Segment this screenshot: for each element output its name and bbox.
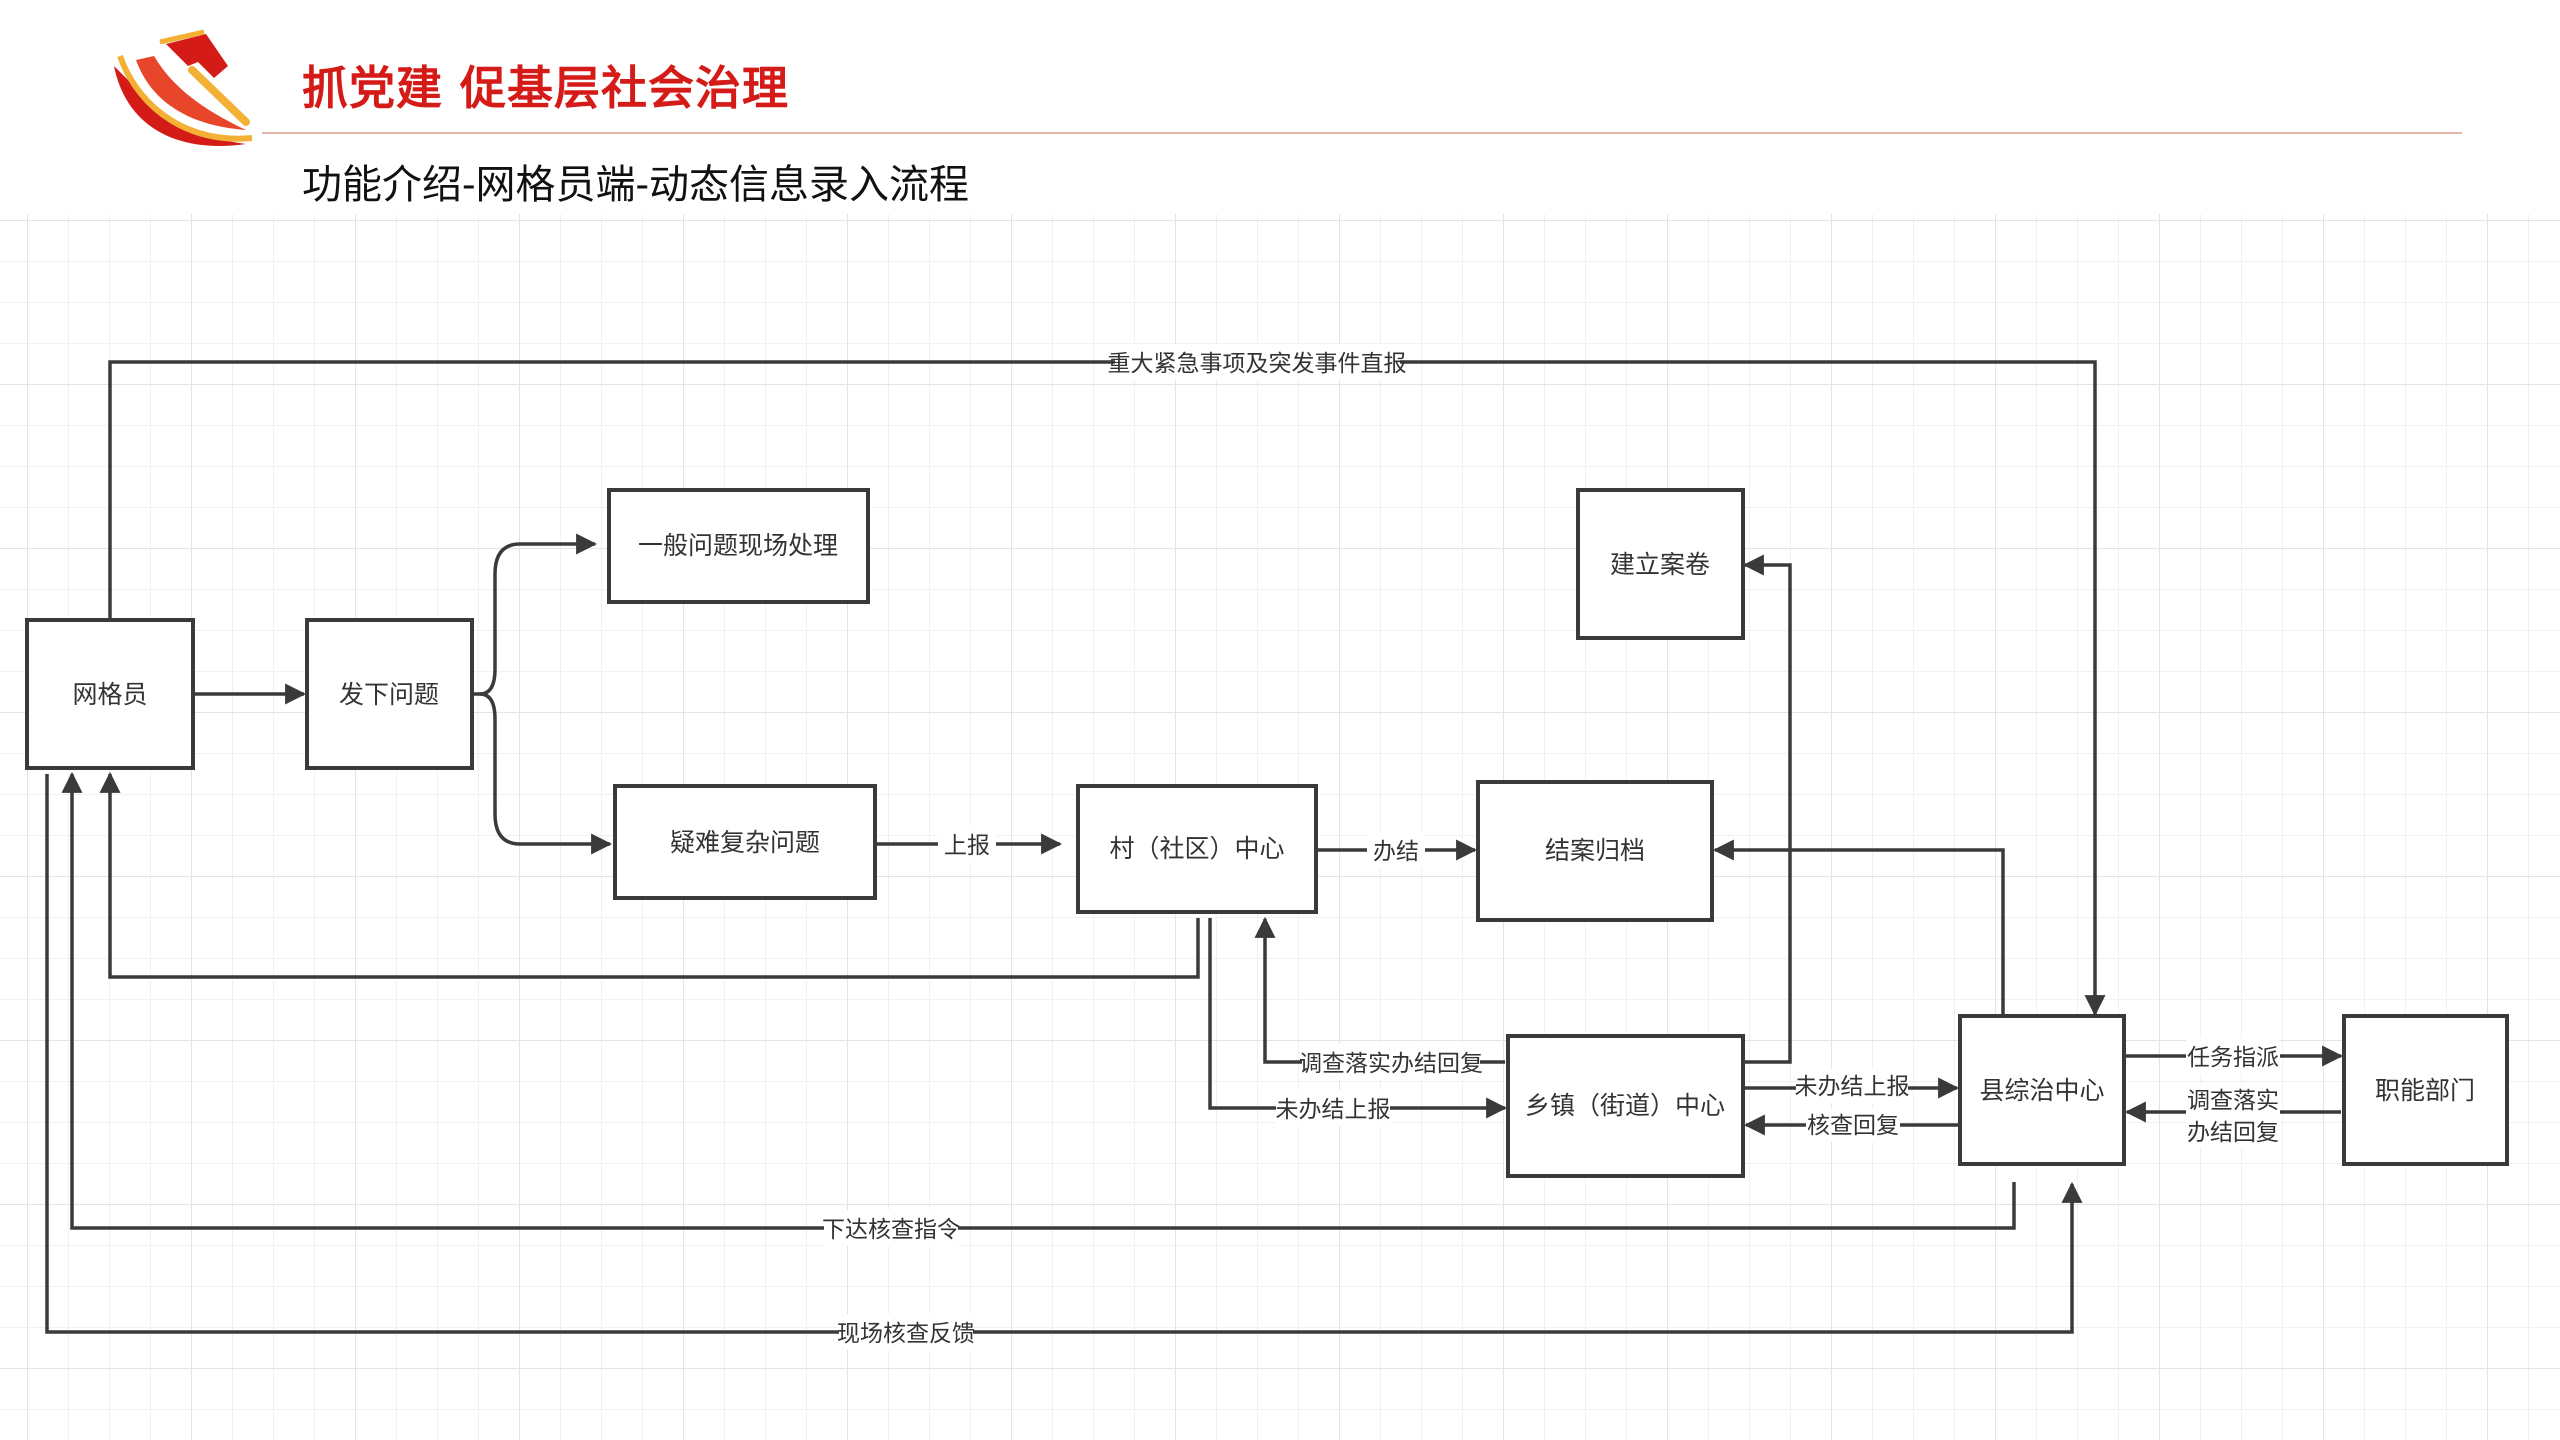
svg-text:调查落实办结回复: 调查落实办结回复 [1299, 1051, 1483, 1077]
page-subtitle: 功能介绍-网格员端-动态信息录入流程 [302, 162, 970, 208]
label-task-assign: 任务指派 [2186, 1038, 2280, 1074]
svg-text:办结回复: 办结回复 [2187, 1120, 2279, 1146]
svg-text:网格员: 网格员 [72, 680, 147, 709]
svg-text:未办结上报: 未办结上报 [1276, 1097, 1391, 1123]
svg-text:村（社区）中心: 村（社区）中心 [1109, 834, 1284, 863]
node-complex-problem: 疑难复杂问题 [613, 784, 877, 900]
svg-text:发下问题: 发下问题 [339, 680, 439, 709]
party-emblem-icon [114, 29, 253, 146]
svg-text:办结: 办结 [1373, 839, 1419, 865]
label-verify-reply: 核查回复 [1806, 1108, 1900, 1142]
svg-text:职能部门: 职能部门 [2375, 1076, 2475, 1105]
svg-text:乡镇（街道）中心: 乡镇（街道）中心 [1525, 1091, 1725, 1120]
label-onsite-feedback: 现场核查反馈 [837, 1314, 975, 1350]
svg-text:任务指派: 任务指派 [2187, 1045, 2279, 1071]
slide-header: 抓党建 促基层社会治理 功能介绍-网格员端-动态信息录入流程 [0, 0, 2560, 210]
node-function-dept: 职能部门 [2342, 1014, 2509, 1166]
page-title: 抓党建 促基层社会治理 [302, 61, 790, 115]
svg-text:疑难复杂问题: 疑难复杂问题 [670, 828, 820, 857]
svg-text:一般问题现场处理: 一般问题现场处理 [638, 531, 838, 560]
svg-text:现场核查反馈: 现场核查反馈 [837, 1321, 975, 1347]
node-general-problem: 一般问题现场处理 [607, 488, 870, 604]
svg-text:重大紧急事项及突发事件直报: 重大紧急事项及突发事件直报 [1108, 351, 1407, 377]
svg-text:下达核查指令: 下达核查指令 [822, 1217, 960, 1243]
edge-onsite-feedback [45, 774, 2083, 1334]
node-find-problem: 发下问题 [305, 618, 474, 770]
node-village-center: 村（社区）中心 [1076, 784, 1318, 914]
node-town-center: 乡镇（街道）中心 [1506, 1034, 1745, 1178]
label-investigate-reply: 调查落实办结回复 [1299, 1044, 1483, 1080]
flow-diagram: 重大紧急事项及突发事件直报 上报 办结 调查落实办结回复 未办结上报 未办结上报… [25, 344, 2509, 1350]
label-investigate-dept: 调查落实 办结回复 [2186, 1084, 2280, 1148]
label-verify-instruction: 下达核查指令 [822, 1210, 960, 1246]
label-report-up: 上报 [938, 826, 996, 862]
node-case-archive: 结案归档 [1476, 780, 1714, 922]
svg-text:建立案卷: 建立案卷 [1610, 550, 1710, 579]
edge-find-to-general [472, 533, 598, 696]
edge-major-direct [108, 360, 2106, 1017]
node-grid-worker: 网格员 [25, 618, 195, 770]
edge-village-to-town [1208, 918, 1508, 1119]
edge-county-to-archive [1712, 839, 2005, 1014]
svg-text:核查回复: 核查回复 [1807, 1113, 1899, 1139]
svg-text:县综治中心: 县综治中心 [1979, 1076, 2104, 1105]
label-major-direct: 重大紧急事项及突发事件直报 [1108, 344, 1407, 380]
node-county-center: 县综治中心 [1958, 1014, 2126, 1166]
svg-text:未办结上报: 未办结上报 [1795, 1074, 1910, 1100]
edge-town-to-build-file [1742, 554, 1792, 1064]
label-unfinished-report-county: 未办结上报 [1795, 1069, 1910, 1103]
node-build-file: 建立案卷 [1576, 488, 1745, 640]
title-divider [262, 132, 2462, 134]
label-done: 办结 [1367, 832, 1425, 868]
edge-find-to-complex [479, 692, 613, 855]
svg-text:结案归档: 结案归档 [1545, 836, 1645, 865]
svg-text:调查落实: 调查落实 [2187, 1088, 2279, 1114]
svg-text:上报: 上报 [944, 833, 990, 859]
edge-town-to-village [1254, 916, 1505, 1064]
edge-verify-instruction [61, 771, 2016, 1230]
diagram-canvas: 重大紧急事项及突发事件直报 上报 办结 调查落实办结回复 未办结上报 未办结上报… [0, 214, 2560, 1440]
edge-village-to-worker [99, 771, 1200, 979]
label-unfinished-report-town: 未办结上报 [1276, 1090, 1391, 1126]
